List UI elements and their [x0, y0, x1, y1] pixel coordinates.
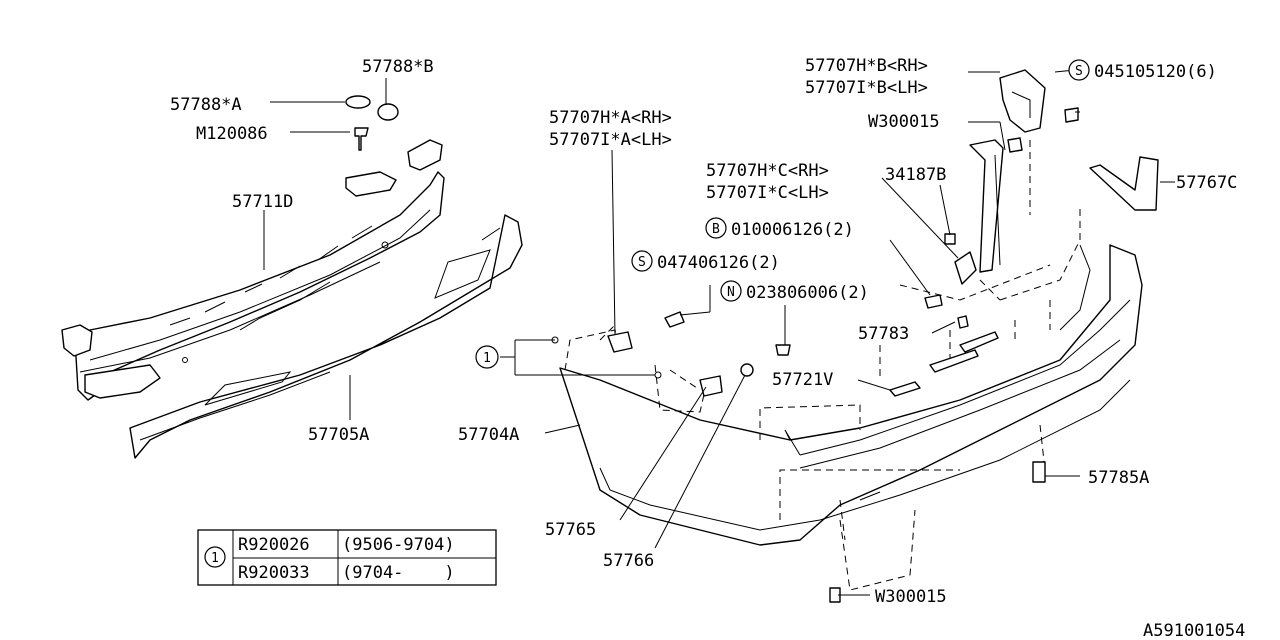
prefix-s-045105120: S	[1075, 64, 1083, 79]
absorber-57705a	[129, 214, 523, 459]
prefix-n-023806006: N	[727, 285, 735, 300]
label-57711d: 57711D	[232, 192, 293, 212]
label-m120086: M120086	[196, 124, 268, 144]
table-row-1-range: (9506-9704)	[342, 535, 455, 555]
label-57705a: 57705A	[308, 425, 369, 445]
fasteners-top-left	[345, 95, 399, 151]
bumper-cover-57704a	[559, 140, 1143, 591]
label-34187b: 34187B	[885, 165, 946, 185]
reinforcement-57767c	[1089, 156, 1159, 211]
label-57707hb-rh: 57707H*B<RH>	[805, 56, 928, 76]
label-57765: 57765	[545, 520, 596, 540]
clips-right	[551, 107, 1079, 603]
table-row-2-range: (9704- )	[342, 563, 455, 583]
label-010006126: 010006126(2)	[731, 220, 854, 240]
label-023806006: 023806006(2)	[746, 283, 869, 303]
table-row-2-part: R920033	[238, 563, 310, 583]
label-57707ia-lh: 57707I*A<LH>	[549, 130, 672, 150]
ref-1-callout: 1	[483, 351, 491, 366]
prefix-b-010006126: B	[712, 222, 720, 237]
table-row-1-part: R920026	[238, 535, 310, 555]
label-57788a: 57788*A	[170, 95, 242, 115]
label-57766: 57766	[603, 551, 654, 571]
label-57707ic-lh: 57707I*C<LH>	[706, 183, 829, 203]
label-57707hc-rh: 57707H*C<RH>	[706, 161, 829, 181]
label-57788b: 57788*B	[362, 57, 434, 77]
label-57783: 57783	[858, 324, 909, 344]
label-57707ha-rh: 57707H*A<RH>	[549, 108, 672, 128]
label-w300015-bottom: W300015	[875, 587, 947, 607]
label-57704a: 57704A	[458, 425, 519, 445]
label-045105120: 045105120(6)	[1094, 62, 1217, 82]
reference-table: 1 R920026 (9506-9704) R920033 (9704- )	[197, 529, 497, 586]
table-ref: 1	[211, 551, 219, 566]
side-bracket-57707hb	[969, 69, 1046, 273]
beam-57711d	[61, 139, 445, 401]
leader-lines	[263, 69, 1175, 596]
label-57707ib-lh: 57707I*B<LH>	[805, 78, 928, 98]
retainer-57721v	[889, 331, 999, 397]
part-labels: 57788*B 57788*A M120086 57711D 57705A 57…	[170, 56, 1245, 640]
label-57767c: 57767C	[1176, 173, 1237, 193]
diagram-code: A591001054	[1143, 621, 1245, 640]
label-57721v: 57721V	[772, 370, 833, 390]
label-047406126: 047406126(2)	[657, 253, 780, 273]
label-57785a: 57785A	[1088, 468, 1149, 488]
label-w300015-top: W300015	[868, 112, 940, 132]
prefix-s-047406126: S	[638, 255, 646, 270]
